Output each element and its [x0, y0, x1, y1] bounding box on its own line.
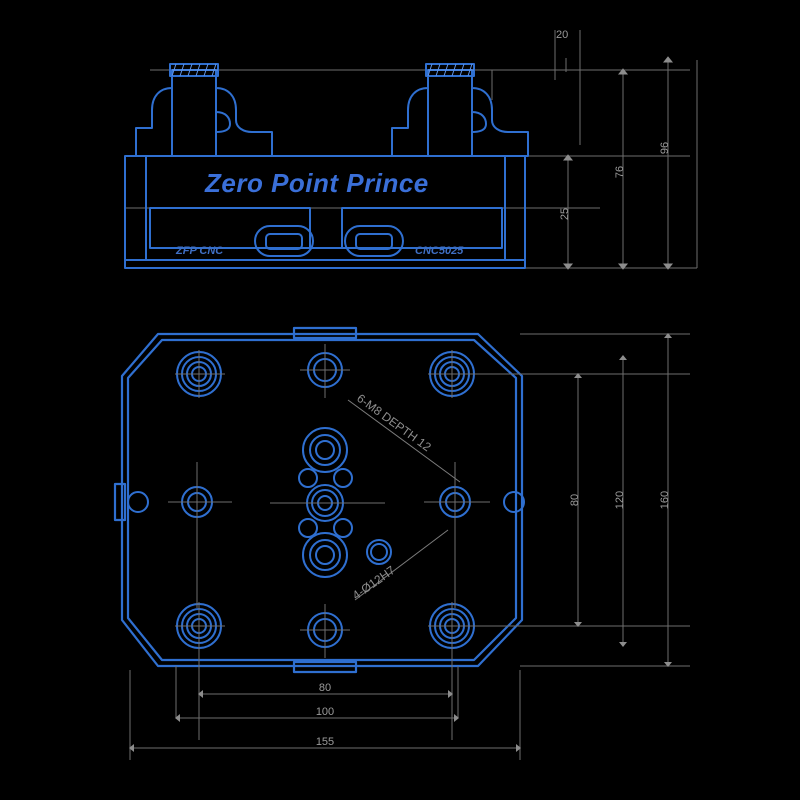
right-slot-inner	[355, 233, 393, 250]
right-clamping-stud	[391, 63, 529, 157]
right-stud-profile	[391, 69, 529, 157]
center-marks	[168, 344, 490, 658]
dim-bolt-pitch-y-label: 80	[569, 494, 581, 506]
dim-base-height-label: 25	[559, 208, 571, 220]
left-slot-inner	[265, 233, 303, 250]
front-dimension-lines	[125, 30, 698, 269]
lower-callout-label: 4-Ø12H7	[350, 563, 398, 603]
plate-outer-octagon	[120, 332, 524, 668]
bottom-horizontal-dimensions	[129, 640, 521, 760]
center-hole-upper	[302, 427, 348, 473]
left-clamping-stud	[135, 63, 273, 157]
upper-callout-label: 6-M8 DEPTH 12	[354, 391, 434, 454]
bottom-center-tab	[292, 660, 358, 674]
left-stud-relief	[215, 111, 231, 133]
front-elevation-view: Zero Point Prince ZFP CNC CNC5025 20 25 …	[124, 29, 698, 270]
center-hole-lower	[302, 532, 348, 578]
left-side-tab	[113, 482, 127, 522]
dim-plate-width-x-label: 155	[316, 736, 334, 748]
right-cavity	[341, 207, 503, 249]
offset-hole	[366, 539, 392, 565]
dim-inner-width-y-label: 120	[614, 491, 626, 509]
front-dimension-arrows	[562, 56, 674, 270]
left-slot-outer	[254, 225, 314, 257]
bottom-plan-view: 6-M8 DEPTH 12 4-Ø12H7 80 120 160	[113, 326, 690, 760]
leader-lower	[354, 529, 449, 601]
dim-stud-height-label: 20	[556, 29, 568, 41]
dim-overall-height-label: 96	[659, 142, 671, 154]
left-stud-profile	[135, 69, 273, 157]
plate-inner-octagon	[126, 338, 518, 662]
front-part-outline	[124, 155, 526, 269]
leader-upper	[347, 399, 461, 483]
offset-hole-inner	[370, 543, 388, 561]
small-hole-ll	[298, 518, 318, 538]
dim-body-height-label: 76	[614, 166, 626, 178]
bottom-right-arrows	[574, 333, 672, 667]
left-margin-hole	[127, 491, 149, 513]
edge-holes	[127, 352, 525, 648]
right-mark-label: CNC5025	[415, 245, 464, 257]
left-mark-label: ZFP CNC	[175, 245, 224, 257]
left-stud-knurl	[171, 63, 218, 77]
top-center-tab	[292, 326, 358, 340]
bottom-callouts	[347, 399, 461, 601]
small-hole-lr	[333, 518, 353, 538]
small-hole-ul	[298, 468, 318, 488]
right-stud-relief	[471, 111, 487, 133]
left-cavity	[149, 207, 311, 249]
dim-inner-width-x-label: 100	[316, 706, 334, 718]
brand-label: Zero Point Prince	[204, 168, 429, 198]
right-margin-hole	[503, 491, 525, 513]
small-hole-ur	[333, 468, 353, 488]
right-slot-outer	[344, 225, 404, 257]
bottom-right-dimensions	[458, 333, 690, 667]
bottom-horizontal-arrows	[129, 690, 521, 752]
dim-bolt-pitch-x-label: 80	[319, 682, 331, 694]
base-block-outline	[124, 155, 526, 269]
right-stud-knurl	[427, 63, 474, 77]
dim-plate-width-y-label: 160	[659, 491, 671, 509]
plate-outline	[113, 326, 524, 674]
